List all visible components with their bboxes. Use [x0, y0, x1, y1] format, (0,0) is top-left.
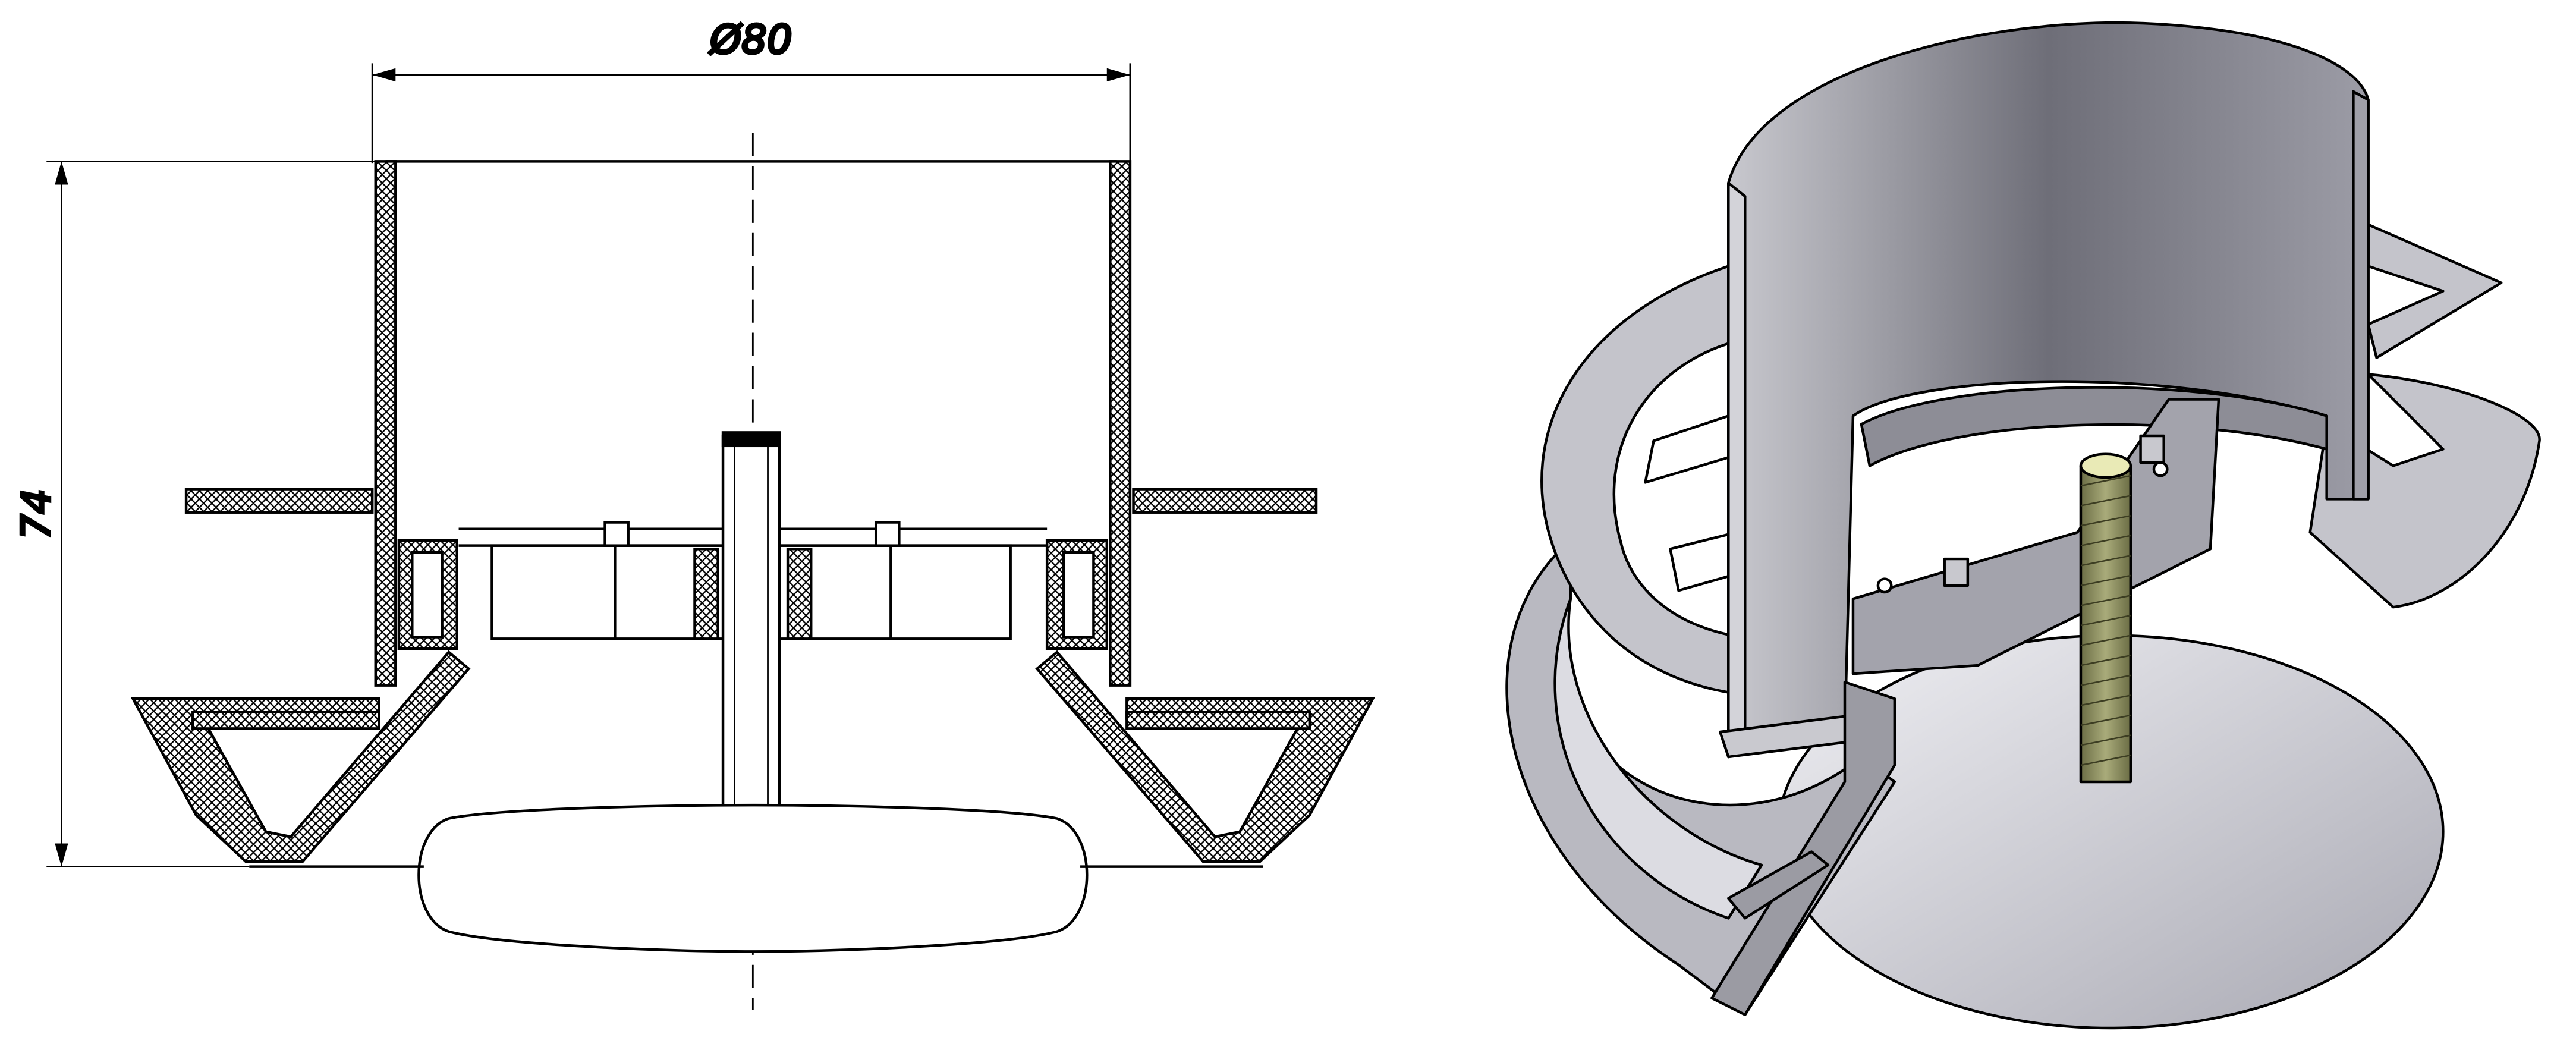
flange-left — [184, 488, 374, 514]
cone-skirt-right — [1035, 650, 1375, 863]
height-label: 74 — [13, 489, 59, 539]
inner-seat-ring — [1860, 386, 2328, 467]
seal-left — [397, 539, 458, 650]
seal-right — [1045, 539, 1109, 650]
diameter-label: Ø80 — [708, 17, 792, 63]
skirt-cut-front — [1710, 680, 1896, 1016]
flange-right — [1132, 488, 1318, 514]
outer-wall-left — [374, 160, 397, 687]
central-shaft — [721, 434, 781, 820]
cutaway-view — [1505, 21, 2541, 1030]
outer-cylinder — [1727, 21, 2370, 759]
outer-wall-right — [1109, 160, 1132, 687]
hub-right — [786, 548, 813, 640]
cone-skirt-left — [130, 650, 471, 863]
valve-plate — [417, 803, 1089, 953]
hub-left — [693, 548, 719, 640]
height-dimension: 74 — [12, 160, 376, 868]
diameter-dimension: Ø80 — [371, 15, 1131, 164]
rod-tip — [2079, 452, 2132, 479]
flange-right — [2367, 223, 2503, 359]
section-drawing: Ø80 74 — [12, 15, 1375, 1010]
